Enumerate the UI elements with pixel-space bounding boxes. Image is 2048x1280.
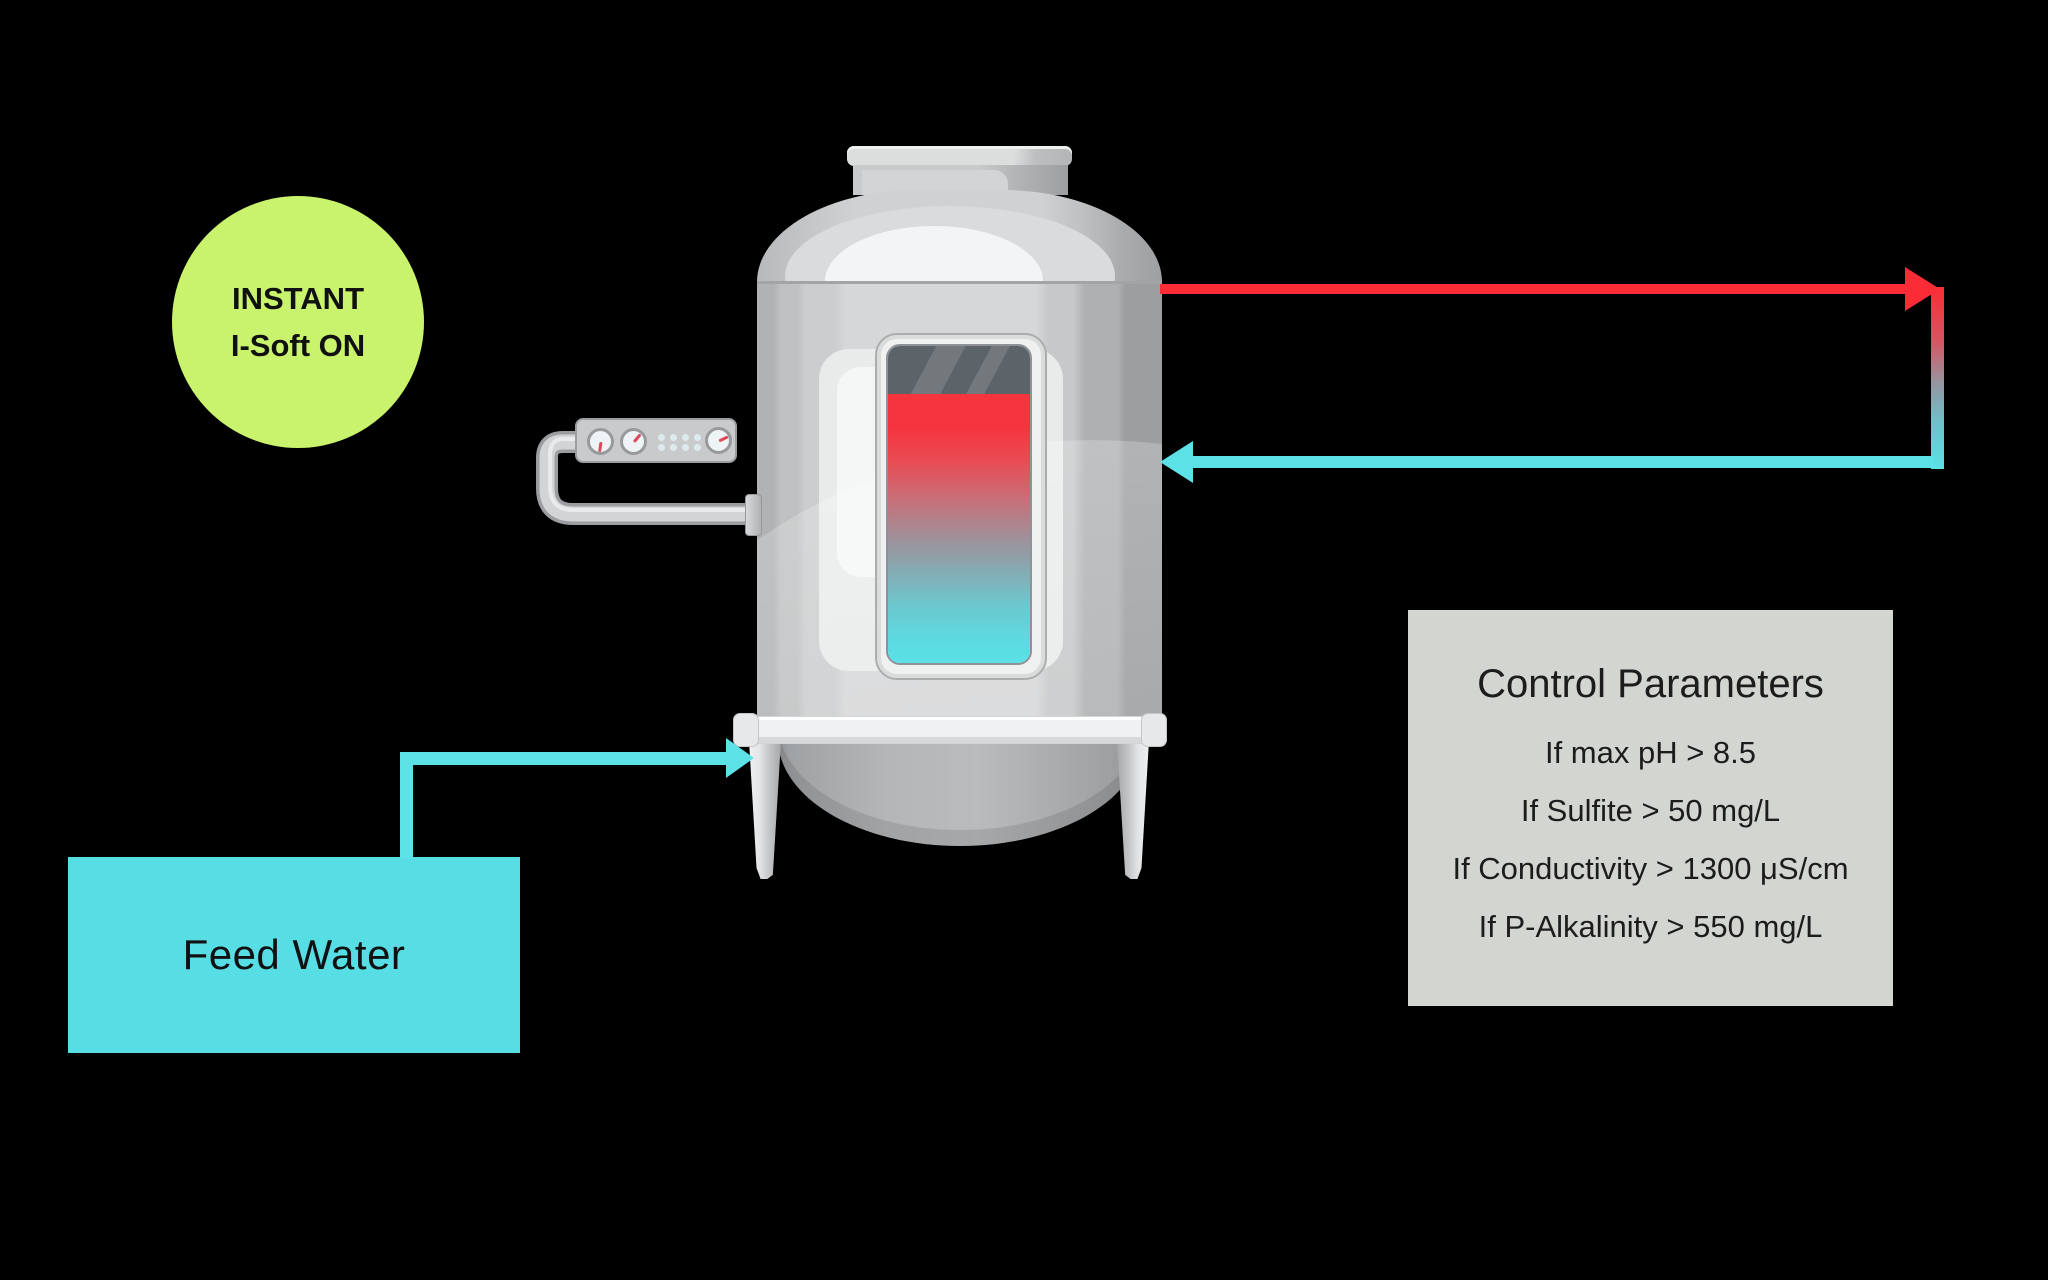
panel-pipe: [536, 431, 762, 525]
feed-water-line: [400, 752, 727, 765]
pressure-gauge-icon: [587, 428, 614, 455]
control-parameter-item: If Sulfite > 50 mg/L: [1520, 793, 1781, 828]
tank-seam-line: [757, 281, 1162, 284]
gauge-needle: [597, 441, 602, 452]
feed-water-riser-line: [400, 753, 413, 859]
badge-line-1: INSTANT: [231, 281, 365, 316]
control-parameter-item: If Conductivity > 1300 μS/cm: [1452, 851, 1849, 886]
return-line: [1190, 456, 1934, 468]
pressure-gauge-icon: [705, 427, 732, 454]
control-parameter-item: If max pH > 8.5: [1544, 735, 1757, 770]
badge-line-2: I-Soft ON: [230, 328, 366, 363]
tank-dome: [757, 190, 1162, 286]
control-parameters-title: Control Parameters: [1477, 662, 1824, 706]
control-parameter-item: If P-Alkalinity > 550 mg/L: [1478, 909, 1823, 944]
pipe-tank-flange: [745, 494, 762, 536]
loop-gradient-connector: [1931, 287, 1944, 469]
glass-reflection-streak: [890, 346, 980, 394]
instant-isoft-badge: INSTANT I-Soft ON: [172, 196, 424, 448]
control-parameters-box: Control Parameters If max pH > 8.5 If Su…: [1408, 610, 1893, 1006]
tank-cap-flange: [847, 146, 1072, 166]
feed-water-arrow-icon: [726, 738, 754, 778]
tank-stand: [735, 716, 1167, 744]
panel-indicator-dots: [655, 433, 703, 452]
sight-glass-headspace: [888, 346, 1030, 394]
gauge-panel: [575, 418, 737, 463]
tank-right-leg: [1117, 741, 1149, 879]
gauge-needle: [717, 434, 729, 442]
sight-glass-liquid-gradient: [888, 394, 1030, 663]
pressure-gauge-icon: [620, 428, 647, 455]
gauge-needle: [632, 432, 642, 443]
stand-right-cap: [1141, 713, 1167, 747]
return-arrow-icon: [1160, 441, 1193, 483]
feed-water-box: Feed Water: [68, 857, 520, 1053]
steam-out-line: [1160, 284, 1908, 294]
sight-glass-window: [886, 344, 1032, 665]
feed-water-label: Feed Water: [182, 931, 406, 978]
